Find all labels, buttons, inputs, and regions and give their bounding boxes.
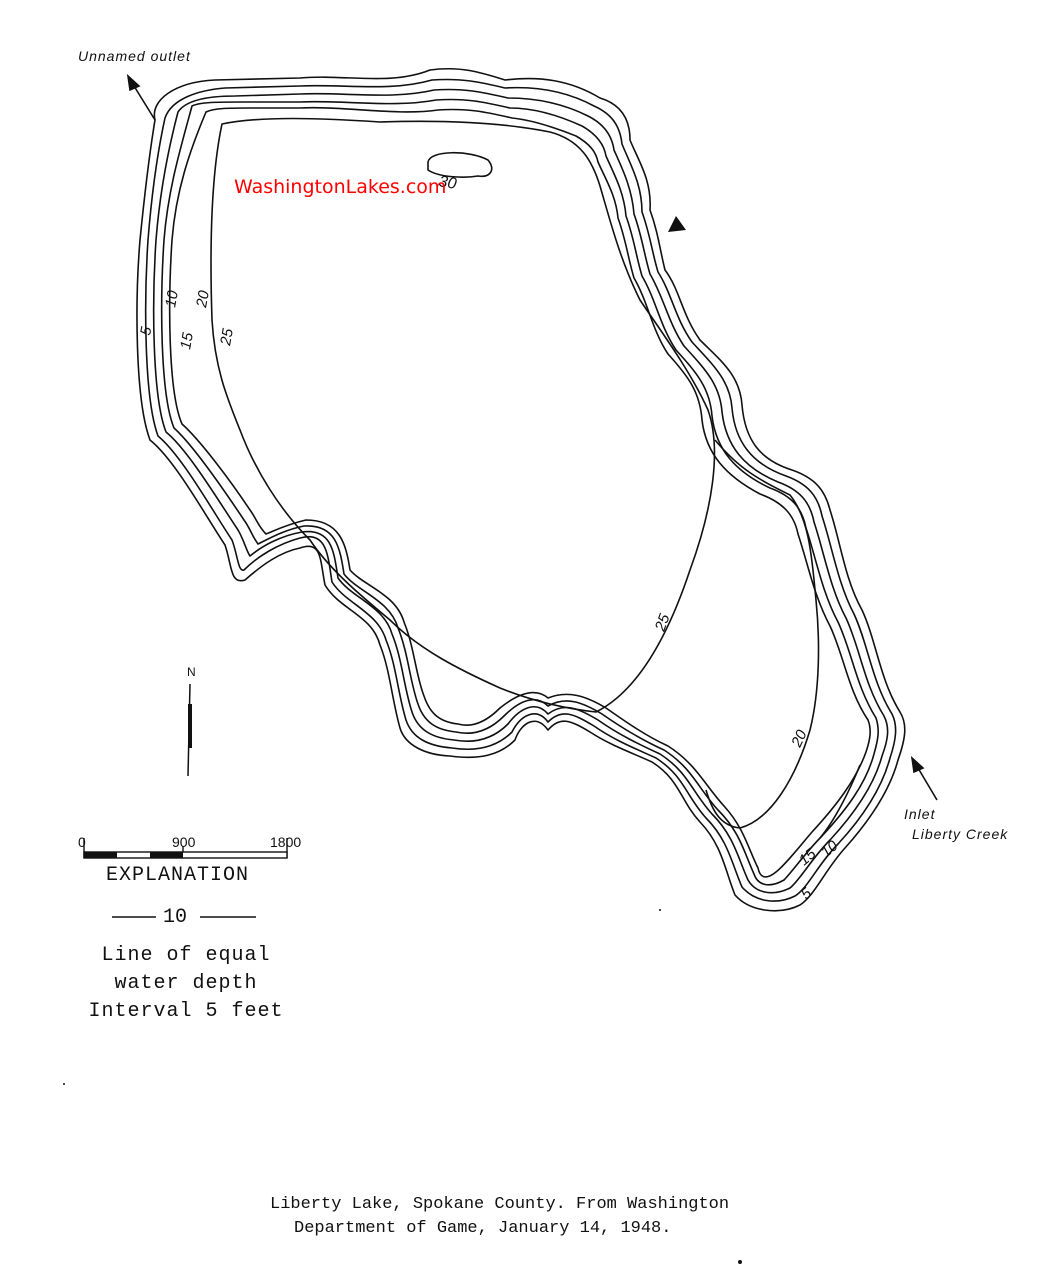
stray-dot — [659, 909, 661, 911]
north-arrow — [187, 683, 192, 777]
contour-15 — [160, 98, 879, 886]
contour-label-20-right: 20 — [788, 727, 811, 751]
contour-label-10-bottom: 10 — [818, 837, 842, 861]
inlet-creek-label: Liberty Creek — [912, 826, 1009, 842]
contour-25 — [210, 117, 716, 713]
triangle-marker — [668, 216, 686, 232]
contour-15-southeast — [819, 764, 861, 839]
north-label: N — [187, 665, 196, 679]
contour-label-15-left: 15 — [177, 331, 197, 351]
contour-label-25-center: 25 — [651, 611, 673, 634]
scale-bar — [83, 838, 288, 859]
inlet-label: Inlet — [904, 806, 936, 822]
outlet-arrow — [126, 73, 156, 121]
inlet-arrow — [910, 755, 938, 801]
contour-label-30: 30 — [437, 173, 458, 193]
contour-5 — [144, 78, 897, 902]
contour-label-25-left: 25 — [217, 327, 237, 348]
contour-20 — [168, 106, 871, 878]
contour-label-10-left: 10 — [162, 289, 182, 309]
contour-label-20-left: 20 — [193, 289, 213, 310]
legend-title: EXPLANATION — [106, 864, 250, 887]
scale-label-1800: 1800 — [270, 834, 302, 850]
contour-label-15-bottom: 15 — [796, 845, 820, 869]
scale-label-900: 900 — [172, 834, 196, 850]
outlet-label: Unnamed outlet — [78, 48, 191, 64]
caption-line2: Department of Game, January 14, 1948. — [294, 1219, 672, 1238]
stray-dot — [738, 1260, 742, 1264]
contour-10 — [152, 88, 889, 894]
contour-20-southeast — [705, 439, 820, 829]
contour-label-5-bottom: 5 — [798, 884, 816, 903]
legend-text-line1: Line of equal — [101, 944, 271, 967]
legend-text-line2: water depth — [114, 972, 258, 995]
legend-line-label: 10 — [163, 906, 188, 929]
contour-30 — [427, 151, 493, 178]
caption-line1: Liberty Lake, Spokane County. From Washi… — [270, 1195, 730, 1214]
stray-dot — [63, 1083, 65, 1085]
legend-text-line3: Interval 5 feet — [88, 1000, 284, 1023]
shoreline — [136, 67, 906, 912]
watermark-text: WashingtonLakes.com — [234, 176, 447, 198]
scale-label-0: 0 — [78, 834, 86, 850]
contour-label-5-left: 5 — [137, 325, 155, 337]
